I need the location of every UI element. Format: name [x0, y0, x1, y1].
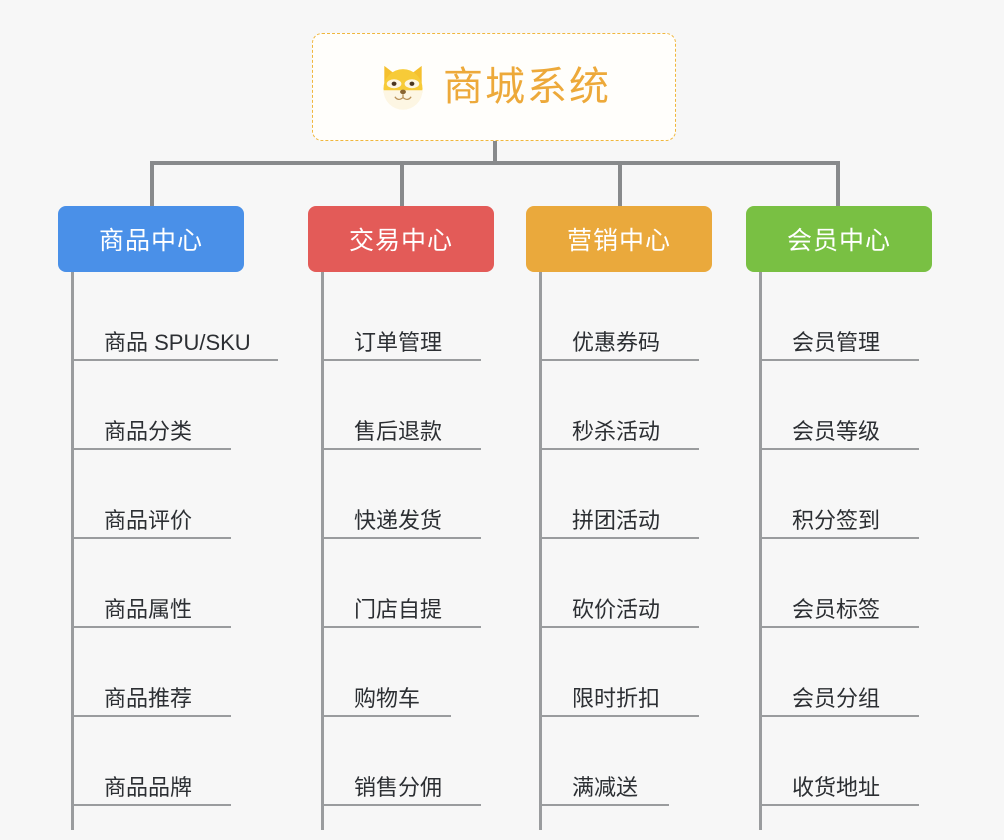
branch-spine: [321, 272, 324, 830]
leaf-item[interactable]: 门店自提: [321, 539, 481, 628]
leaf-item[interactable]: 商品评价: [71, 450, 231, 539]
leaf-item[interactable]: 收货地址: [759, 717, 919, 806]
branch-spine: [759, 272, 762, 830]
root-node[interactable]: 商城系统: [312, 33, 676, 141]
leaf-label: 满减送: [572, 774, 639, 800]
leaf-item[interactable]: 销售分佣: [321, 717, 481, 806]
leaf-item[interactable]: 满减送: [539, 717, 669, 806]
leaf-item[interactable]: 会员标签: [759, 539, 919, 628]
leaf-label: 商品属性: [104, 596, 193, 622]
leaf-item[interactable]: 秒杀活动: [539, 361, 699, 450]
leaf-label: 商品 SPU/SKU: [104, 329, 251, 355]
leaf-item[interactable]: 购物车: [321, 628, 451, 717]
leaf-item[interactable]: 售后退款: [321, 361, 481, 450]
dog-face-icon: [383, 65, 423, 110]
leaf-item[interactable]: 商品分类: [71, 361, 231, 450]
leaf-item[interactable]: 商品属性: [71, 539, 231, 628]
leaf-label: 商品分类: [104, 418, 193, 444]
leaf-label: 商品品牌: [104, 774, 193, 800]
leaf-label: 订单管理: [354, 329, 443, 355]
leaf-label: 门店自提: [354, 596, 443, 622]
leaf-item[interactable]: 拼团活动: [539, 450, 699, 539]
leaf-item[interactable]: 商品推荐: [71, 628, 231, 717]
category-label: 商品中心: [98, 227, 203, 255]
connector-drop-4: [836, 161, 840, 207]
category-box-marketing-center[interactable]: 营销中心: [526, 206, 712, 272]
connector-rail: [150, 161, 840, 165]
leaf-label: 快递发货: [354, 507, 443, 533]
leaf-item[interactable]: 积分签到: [759, 450, 919, 539]
leaf-label: 收货地址: [792, 774, 881, 800]
leaf-item[interactable]: 会员等级: [759, 361, 919, 450]
leaf-item[interactable]: 商品 SPU/SKU: [71, 272, 278, 361]
leaf-label: 会员标签: [792, 596, 881, 622]
leaf-item[interactable]: 快递发货: [321, 450, 481, 539]
branch-spine: [539, 272, 542, 830]
leaf-label: 秒杀活动: [572, 418, 661, 444]
connector-drop-3: [618, 161, 622, 207]
category-box-trade-center[interactable]: 交易中心: [308, 206, 494, 272]
connector-drop-1: [150, 161, 154, 207]
leaf-label: 会员分组: [792, 685, 881, 711]
leaf-label: 售后退款: [354, 418, 443, 444]
root-title: 商城系统: [443, 65, 611, 109]
category-box-product-center[interactable]: 商品中心: [58, 206, 244, 272]
leaf-label: 销售分佣: [354, 774, 443, 800]
category-box-member-center[interactable]: 会员中心: [746, 206, 932, 272]
leaf-label: 优惠券码: [572, 329, 661, 355]
category-label: 会员中心: [786, 227, 891, 255]
leaf-label: 拼团活动: [572, 507, 661, 533]
leaf-item[interactable]: 砍价活动: [539, 539, 699, 628]
leaf-item[interactable]: 会员分组: [759, 628, 919, 717]
leaf-label: 积分签到: [792, 507, 881, 533]
connector-trunk: [493, 141, 497, 163]
category-label: 交易中心: [348, 227, 453, 255]
leaf-label: 会员等级: [792, 418, 881, 444]
leaf-label: 购物车: [354, 685, 421, 711]
leaf-item[interactable]: 会员管理: [759, 272, 919, 361]
leaf-item[interactable]: 限时折扣: [539, 628, 699, 717]
category-label: 营销中心: [566, 227, 671, 255]
leaf-item[interactable]: 优惠券码: [539, 272, 699, 361]
leaf-label: 砍价活动: [572, 596, 661, 622]
leaf-label: 商品推荐: [104, 685, 193, 711]
leaf-label: 限时折扣: [572, 685, 661, 711]
leaf-item[interactable]: 订单管理: [321, 272, 481, 361]
branch-spine: [71, 272, 74, 830]
connector-drop-2: [400, 161, 404, 207]
leaf-label: 会员管理: [792, 329, 881, 355]
leaf-item[interactable]: 商品品牌: [71, 717, 231, 806]
leaf-label: 商品评价: [104, 507, 193, 533]
